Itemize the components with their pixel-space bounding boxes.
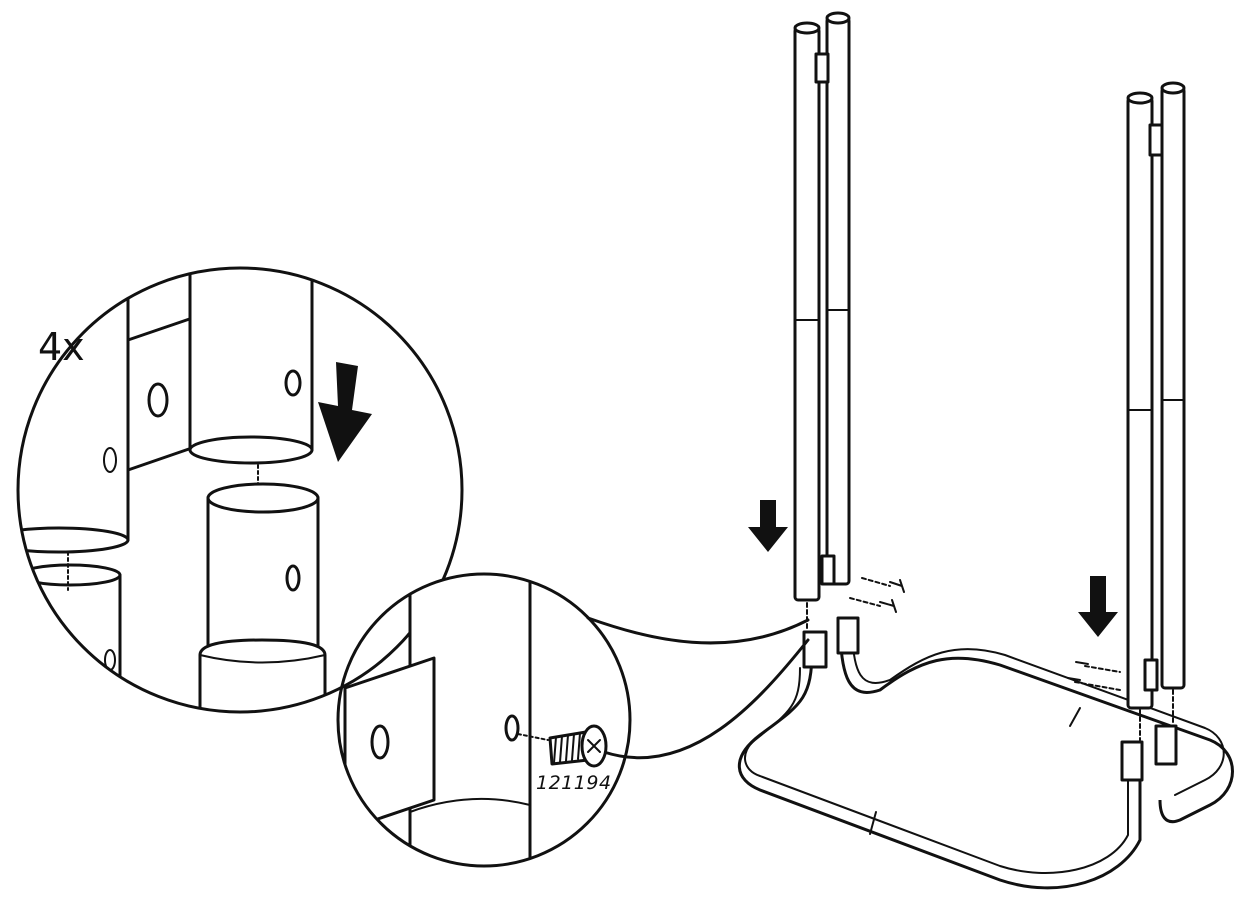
base-sleeve-back-right [1154, 724, 1178, 766]
upright-front-right [1126, 96, 1154, 710]
quantity-label: 4x [38, 325, 85, 369]
upright-front-left [793, 26, 821, 602]
screw-part-number: 121194 [536, 772, 612, 794]
base-frame-tube [737, 619, 1234, 890]
callout-connector [586, 616, 810, 645]
upright-back-right [1160, 86, 1186, 690]
base-sleeve-front-right [1120, 740, 1144, 782]
base-sleeve-front-left [802, 630, 828, 669]
down-arrow-icon [1078, 576, 1118, 637]
down-arrow-icon [318, 362, 372, 462]
upright-back-left [825, 16, 851, 586]
base-sleeve-back-left [836, 616, 860, 655]
chair-frame [737, 11, 1234, 890]
down-arrow-icon [748, 500, 788, 552]
detail-circle-screw [336, 572, 810, 868]
screw-icon [548, 724, 608, 768]
detail-circle-tube-insert [16, 266, 464, 714]
frame-screws [849, 577, 1121, 691]
